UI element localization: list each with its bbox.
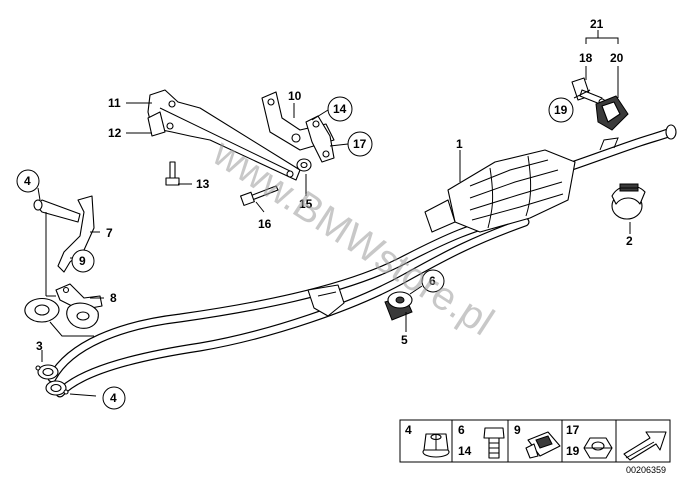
bolt-icon (483, 427, 505, 459)
bolt-13 (165, 161, 180, 186)
catalytic-converter (424, 149, 576, 233)
pipe-clamp (611, 183, 646, 220)
callout-10: 10 (288, 89, 302, 103)
washer-15 (296, 158, 312, 172)
callout-12: 12 (108, 126, 122, 140)
callout-14: 14 (333, 102, 347, 116)
legend-cell-3-top: 9 (514, 423, 521, 437)
hanger-18-20 (571, 77, 629, 131)
callout-9: 9 (79, 254, 86, 268)
callout-5: 5 (401, 333, 408, 347)
fastener-legend: 4 6 14 9 17 19 (399, 419, 671, 463)
bracket-assembly-11-12 (147, 89, 301, 181)
callout-labels: 1 2 3 4 4 5 6 7 8 9 10 11 12 13 14 15 16… (16, 17, 633, 410)
callout-3: 3 (36, 339, 43, 353)
callout-17: 17 (353, 137, 367, 151)
front-pipes (47, 209, 530, 398)
legend-cell-2-top: 6 (458, 423, 465, 437)
callout-13: 13 (196, 177, 210, 191)
clip-icon (525, 431, 561, 459)
callout-6: 6 (429, 274, 436, 288)
front-flanges (35, 364, 69, 396)
bolt-16 (240, 185, 279, 206)
legend-cell-2-bottom: 14 (458, 444, 472, 458)
callout-2: 2 (626, 234, 633, 248)
callout-1: 1 (456, 137, 463, 151)
callout-16: 16 (258, 217, 272, 231)
bracket-8 (55, 283, 103, 311)
flange-nut-icon (422, 433, 450, 458)
rubber-mount (384, 291, 413, 321)
callout-7: 7 (106, 226, 113, 240)
diagram-reference-number: 00206359 (626, 465, 666, 475)
callout-20: 20 (610, 51, 624, 65)
callout-11: 11 (108, 96, 121, 110)
arrow-icon (623, 431, 667, 461)
leader-lines (37, 30, 631, 397)
gasket-3 (24, 297, 99, 337)
pipe-hanger (307, 284, 345, 317)
callout-8: 8 (110, 291, 117, 305)
legend-cell-1-top: 4 (405, 423, 412, 437)
callout-4-bottom: 4 (110, 391, 117, 405)
callout-15: 15 (299, 197, 313, 211)
callout-4-top: 4 (24, 174, 31, 188)
legend-cell-4-top: 17 (566, 423, 580, 437)
callout-21: 21 (590, 17, 604, 31)
bracket-7-9 (33, 195, 95, 273)
callout-19: 19 (554, 103, 568, 117)
hex-nut-icon (583, 437, 613, 459)
callout-18: 18 (579, 51, 593, 65)
legend-cell-4-bottom: 19 (566, 444, 580, 458)
